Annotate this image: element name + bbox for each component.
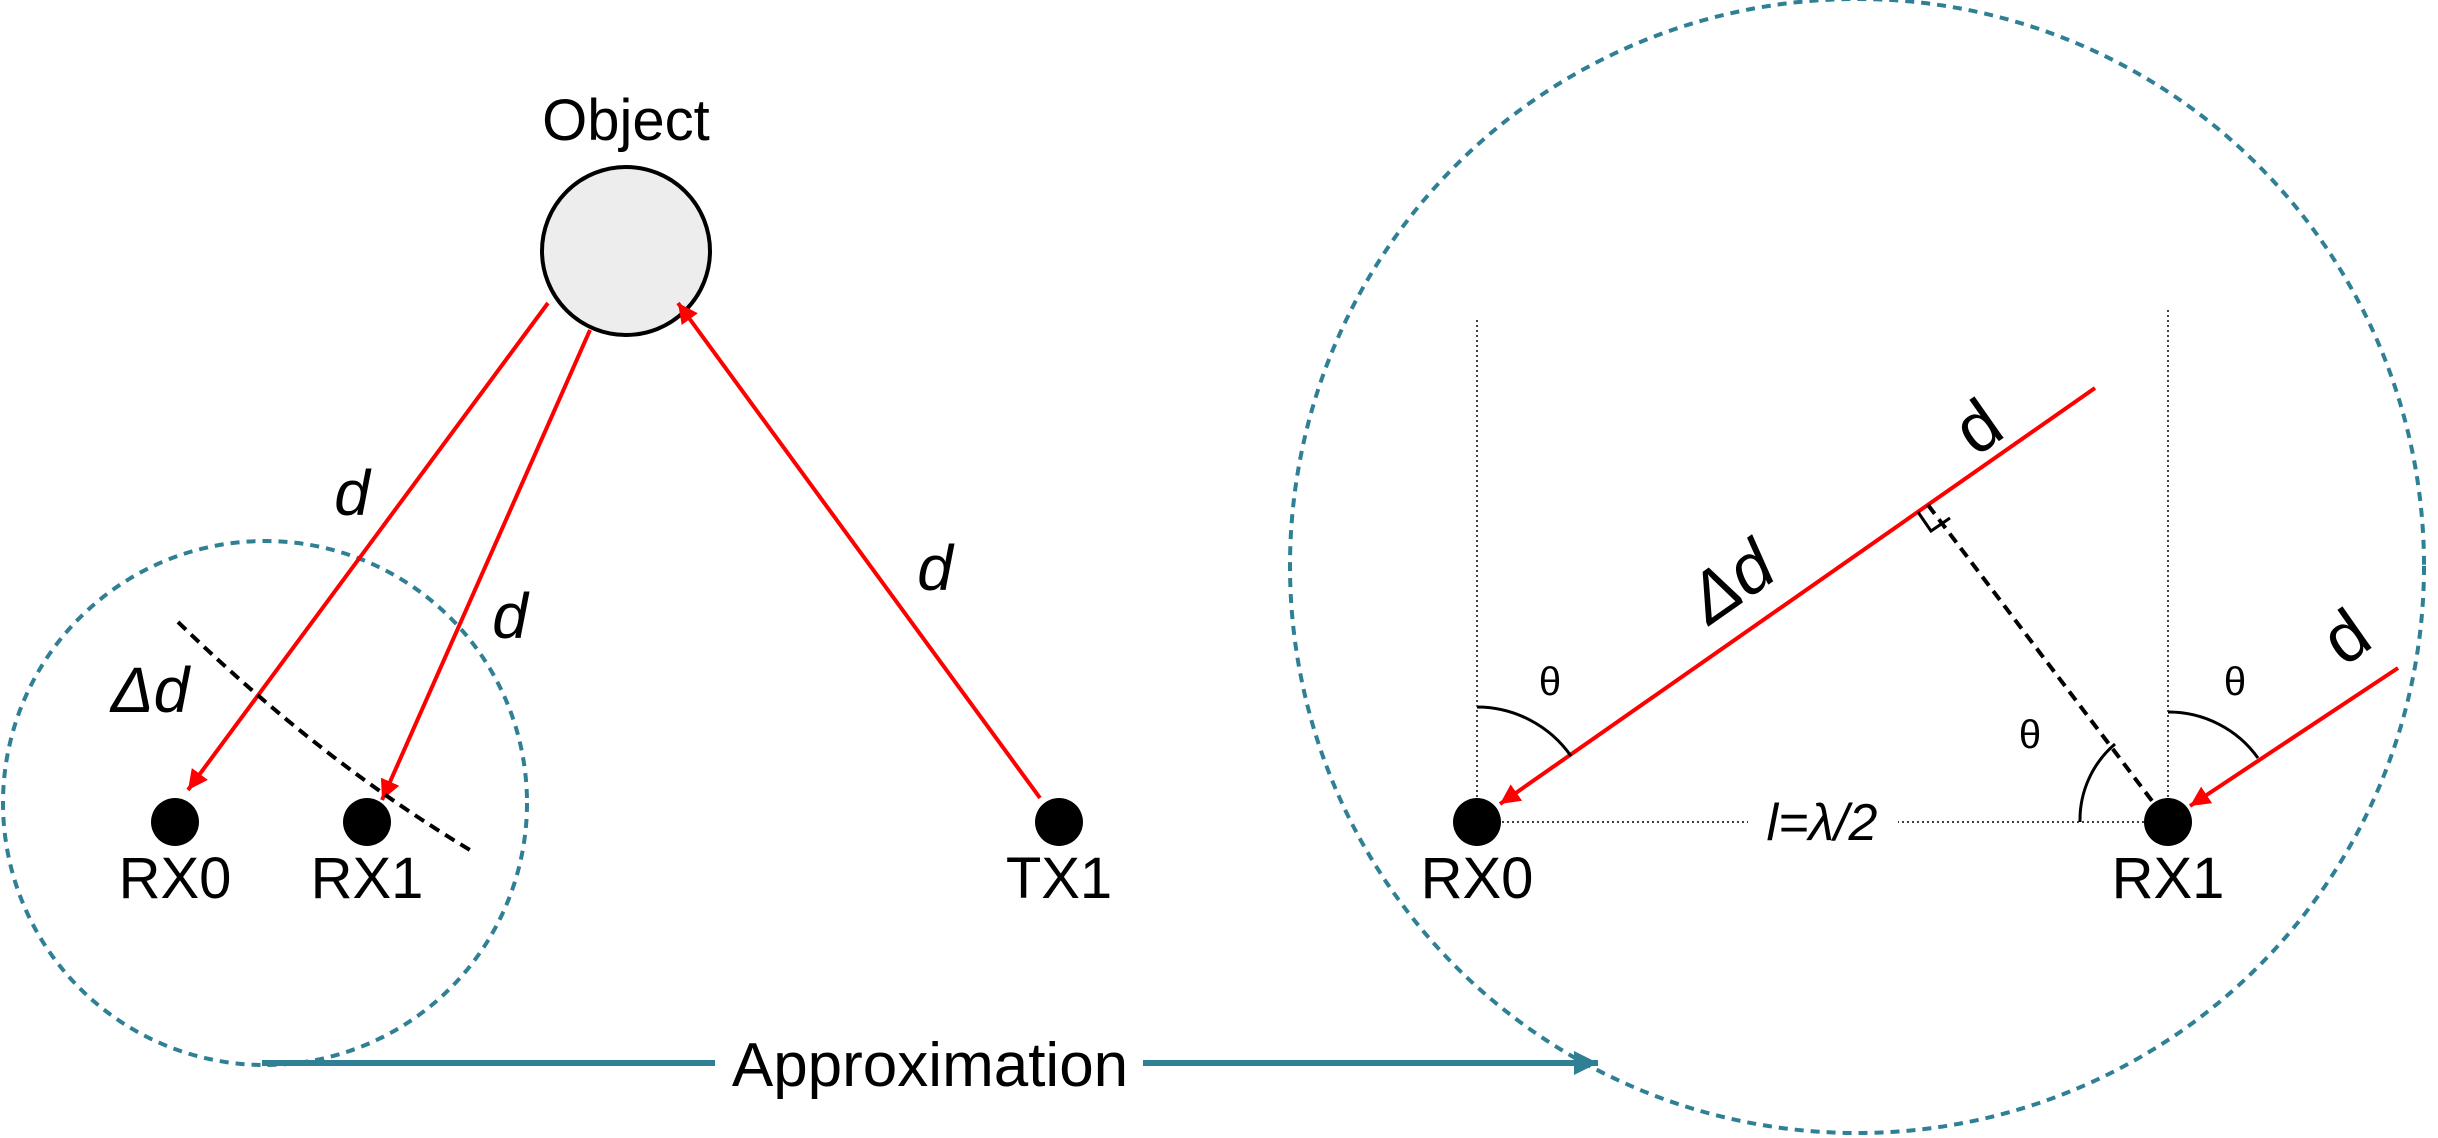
reflection-path-rx0 <box>186 301 550 792</box>
d-label-right: d <box>2307 594 2384 680</box>
tx1-label: TX1 <box>1006 846 1112 911</box>
delta-d-label-right: Δd <box>1672 524 1790 639</box>
path-label-rx0: d <box>334 457 372 529</box>
rx0-label-left: RX0 <box>119 846 232 911</box>
theta-label-rx1: θ <box>2224 660 2246 704</box>
left-zoom-circle <box>1 539 529 1067</box>
spacing-label-bg <box>1748 798 1898 844</box>
approximation-label: Approximation <box>732 1031 1128 1100</box>
theta-arc-rx1-inner <box>2078 742 2116 823</box>
rx0-node-zoomed <box>1453 798 1501 846</box>
left-diagram: Object d d d Δd RX0 RX1 TX1 <box>1 88 1112 1067</box>
theta-label-mid: θ <box>2019 713 2041 757</box>
object-circle <box>540 165 712 337</box>
path-label-tx1: d <box>917 532 955 604</box>
signal-path-rx0 <box>1498 386 2097 806</box>
rx0-node <box>151 798 199 846</box>
path-label-rx1: d <box>492 580 530 652</box>
perpendicular-projection <box>1926 503 2167 820</box>
rx1-label-left: RX1 <box>311 846 424 911</box>
approximation-label-bg <box>715 1030 1143 1096</box>
rx1-node <box>343 798 391 846</box>
transmit-path-tx1 <box>676 301 1042 800</box>
reflection-path-rx1 <box>380 329 592 801</box>
theta-arc-rx0 <box>1476 705 1573 757</box>
rx1-node-zoomed <box>2144 798 2192 846</box>
theta-arc-rx1-top <box>2167 710 2260 759</box>
object-label: Object <box>542 88 710 153</box>
theta-label-rx0: θ <box>1539 660 1561 704</box>
right-zoom-circle <box>1288 0 2426 1135</box>
tx1-node <box>1035 798 1083 846</box>
signal-path-rx1 <box>2188 666 2400 808</box>
d-label-top: d <box>1939 384 2016 470</box>
approximation-arrow-group: Approximation <box>262 1030 1598 1100</box>
rx0-label-right: RX0 <box>1421 846 1534 911</box>
right-angle-marker <box>1916 511 1951 534</box>
delta-d-label-left: Δd <box>109 654 192 726</box>
spacing-label: l=λ/2 <box>1767 794 1878 852</box>
wavefront-arc <box>176 620 472 852</box>
rx1-label-right: RX1 <box>2112 846 2225 911</box>
right-diagram: d d Δd θ θ θ l=λ/2 RX0 RX1 <box>1288 0 2426 1135</box>
